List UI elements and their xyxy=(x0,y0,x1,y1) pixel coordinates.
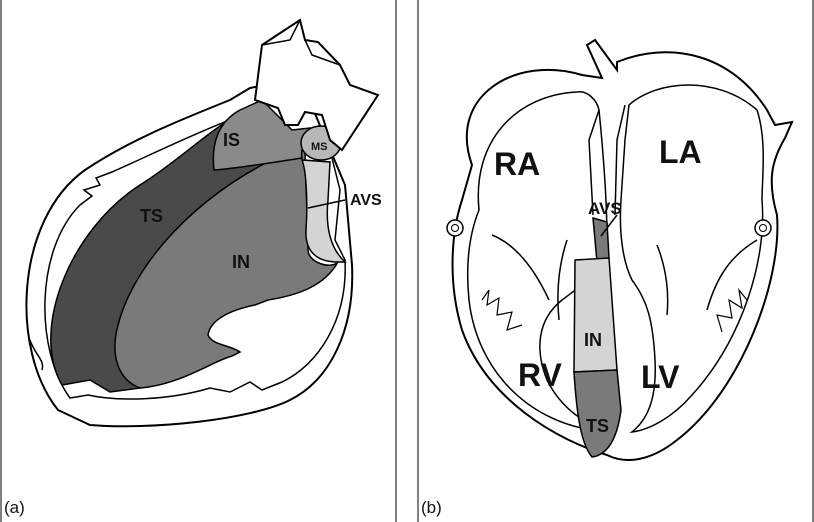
label-avs-b: AVS xyxy=(588,199,622,218)
label-is: IS xyxy=(223,130,240,150)
label-ts-b: TS xyxy=(586,416,609,436)
panel-a-diagram: IS MS TS IN AVS xyxy=(0,0,397,522)
label-in-b: IN xyxy=(584,330,602,350)
panel-b: RA LA RV LV AVS IN TS (b) xyxy=(417,0,814,522)
panel-a: IS MS TS IN AVS (a) xyxy=(0,0,397,522)
label-la: LA xyxy=(659,134,702,170)
panel-b-diagram: RA LA RV LV AVS IN TS xyxy=(417,0,814,522)
label-ts: TS xyxy=(140,206,163,226)
label-in: IN xyxy=(232,252,250,272)
label-lv: LV xyxy=(641,359,680,395)
caption-b: (b) xyxy=(421,498,442,518)
label-ms: MS xyxy=(311,141,328,153)
label-rv: RV xyxy=(518,357,563,393)
label-ra: RA xyxy=(494,146,540,182)
panel-b-in-segment xyxy=(574,258,617,372)
label-avs: AVS xyxy=(350,192,382,209)
caption-a: (a) xyxy=(4,498,25,518)
